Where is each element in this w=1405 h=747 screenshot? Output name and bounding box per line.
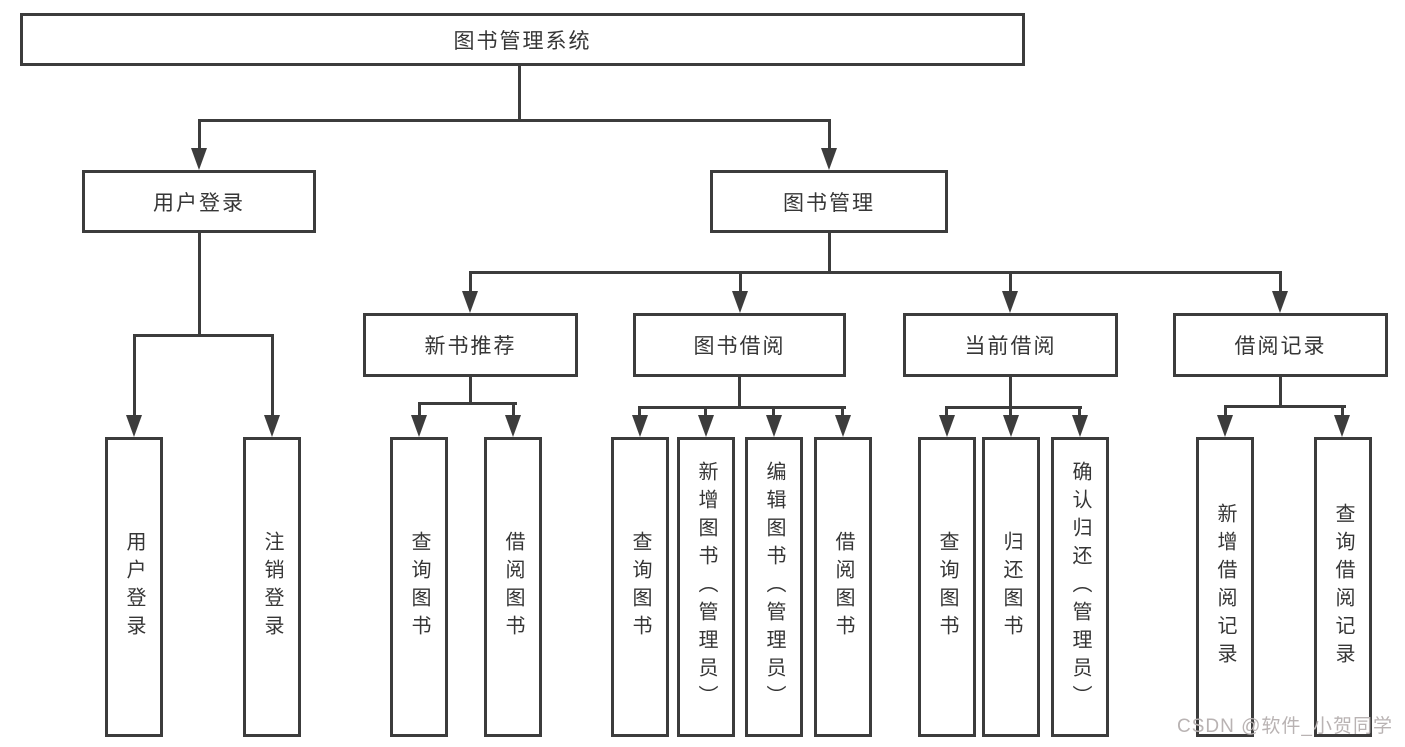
connector-line — [638, 406, 641, 418]
arrow-down-icon — [766, 415, 782, 437]
arrow-down-icon — [1003, 415, 1019, 437]
connector-line — [1009, 374, 1012, 409]
leaf-confirm-return-admin: 确认归还（管理员） — [1051, 437, 1109, 737]
connector-line — [1224, 405, 1227, 418]
leaf-label: 用户登录 — [123, 531, 145, 643]
node-library-management-system: 图书管理系统 — [20, 13, 1025, 66]
connector-line — [1009, 406, 1012, 418]
leaf-borrow-books-recommend: 借阅图书 — [484, 437, 542, 737]
leaf-label: 查询图书 — [629, 531, 651, 643]
node-current-borrowing: 当前借阅 — [903, 313, 1118, 377]
connector-line — [704, 406, 707, 418]
connector-line — [1341, 405, 1344, 418]
leaf-label: 新增借阅记录 — [1214, 503, 1236, 671]
arrow-down-icon — [632, 415, 648, 437]
connector-line — [198, 119, 831, 122]
connector-line — [772, 406, 775, 418]
leaf-borrow-book: 借阅图书 — [814, 437, 872, 737]
leaf-label: 归还图书 — [1000, 531, 1022, 643]
connector-line — [418, 402, 421, 418]
leaf-label: 注销登录 — [261, 531, 283, 643]
leaf-label: 借阅图书 — [502, 531, 524, 643]
leaf-return-book: 归还图书 — [982, 437, 1040, 737]
leaf-label: 借阅图书 — [832, 531, 854, 643]
arrow-down-icon — [126, 415, 142, 437]
arrow-down-icon — [732, 291, 748, 313]
leaf-query-borrow-record: 查询借阅记录 — [1314, 437, 1372, 737]
connector-line — [638, 406, 846, 409]
connector-line — [469, 374, 472, 405]
leaf-label: 编辑图书（管理员） — [763, 461, 785, 713]
node-book-management: 图书管理 — [710, 170, 948, 233]
leaf-logout: 注销登录 — [243, 437, 301, 737]
arrow-down-icon — [264, 415, 280, 437]
connector-line — [739, 271, 742, 295]
connector-line — [469, 271, 1282, 274]
connector-line — [271, 334, 274, 418]
arrow-down-icon — [1072, 415, 1088, 437]
connector-line — [945, 406, 1082, 409]
leaf-user-login: 用户登录 — [105, 437, 163, 737]
arrow-down-icon — [191, 148, 207, 170]
leaf-edit-book-admin: 编辑图书（管理员） — [745, 437, 803, 737]
connector-line — [418, 402, 517, 405]
node-borrowing-records: 借阅记录 — [1173, 313, 1388, 377]
leaf-add-book-admin: 新增图书（管理员） — [677, 437, 735, 737]
leaf-add-borrow-record: 新增借阅记录 — [1196, 437, 1254, 737]
connector-line — [1078, 406, 1081, 418]
arrow-down-icon — [505, 415, 521, 437]
node-book-borrowing: 图书借阅 — [633, 313, 846, 377]
connector-line — [133, 334, 274, 337]
arrow-down-icon — [698, 415, 714, 437]
node-new-book-recommendation: 新书推荐 — [363, 313, 578, 377]
csdn-watermark: CSDN @软件_小贺同学 — [1177, 716, 1393, 737]
arrow-down-icon — [462, 291, 478, 313]
arrow-down-icon — [1272, 291, 1288, 313]
node-user-login: 用户登录 — [82, 170, 316, 233]
connector-line — [841, 406, 844, 418]
connector-line — [1224, 405, 1346, 408]
connector-line — [828, 230, 831, 274]
arrow-down-icon — [411, 415, 427, 437]
connector-line — [945, 406, 948, 418]
connector-line — [198, 230, 201, 337]
connector-line — [512, 402, 515, 418]
leaf-label: 查询图书 — [408, 531, 430, 643]
arrow-down-icon — [1217, 415, 1233, 437]
connector-line — [1279, 271, 1282, 295]
arrow-down-icon — [835, 415, 851, 437]
connector-line — [828, 119, 831, 151]
leaf-label: 新增图书（管理员） — [695, 461, 717, 713]
connector-line — [133, 334, 136, 418]
connector-line — [198, 119, 201, 151]
arrow-down-icon — [1002, 291, 1018, 313]
leaf-query-books-current: 查询图书 — [918, 437, 976, 737]
arrow-down-icon — [1334, 415, 1350, 437]
leaf-query-books-borrow: 查询图书 — [611, 437, 669, 737]
connector-line — [738, 374, 741, 409]
leaf-query-books-recommend: 查询图书 — [390, 437, 448, 737]
connector-line — [469, 271, 472, 295]
arrow-down-icon — [821, 148, 837, 170]
leaf-label: 查询图书 — [936, 531, 958, 643]
leaf-label: 确认归还（管理员） — [1069, 461, 1091, 713]
connector-line — [518, 64, 521, 121]
leaf-label: 查询借阅记录 — [1332, 503, 1354, 671]
arrow-down-icon — [939, 415, 955, 437]
connector-line — [1279, 374, 1282, 408]
connector-line — [1009, 271, 1012, 295]
